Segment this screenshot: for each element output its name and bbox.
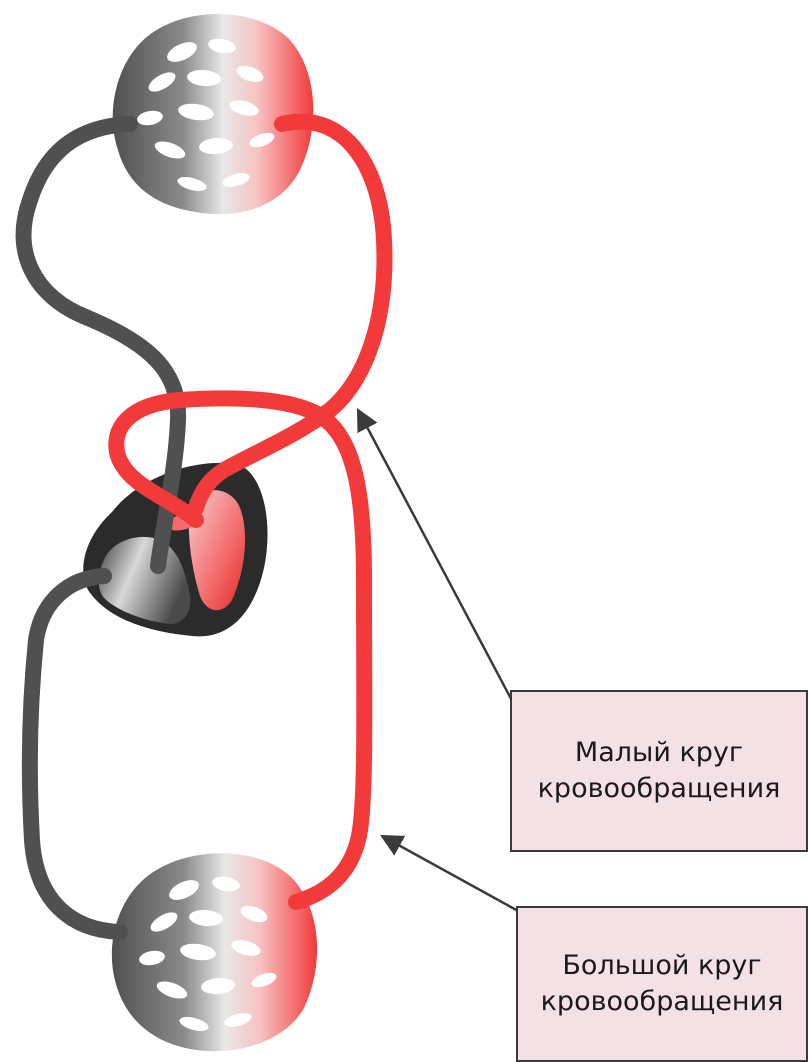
pulmonary-arrow: [358, 410, 518, 712]
pulmonary-label-line2: кровообращения: [538, 771, 781, 807]
systemic-label-line2: кровообращения: [541, 984, 784, 1020]
pulmonary-circulation-label: Малый круг кровообращения: [510, 690, 808, 852]
body-capillary-bed: [112, 853, 317, 1051]
lung-capillary-bed: [113, 14, 314, 214]
systemic-arrow: [382, 836, 520, 912]
pulmonary-label-line1: Малый круг: [538, 735, 781, 771]
systemic-circulation-label: Большой круг кровообращения: [516, 906, 808, 1062]
vena-cava: [30, 576, 120, 932]
systemic-label-line1: Большой круг: [541, 948, 784, 984]
